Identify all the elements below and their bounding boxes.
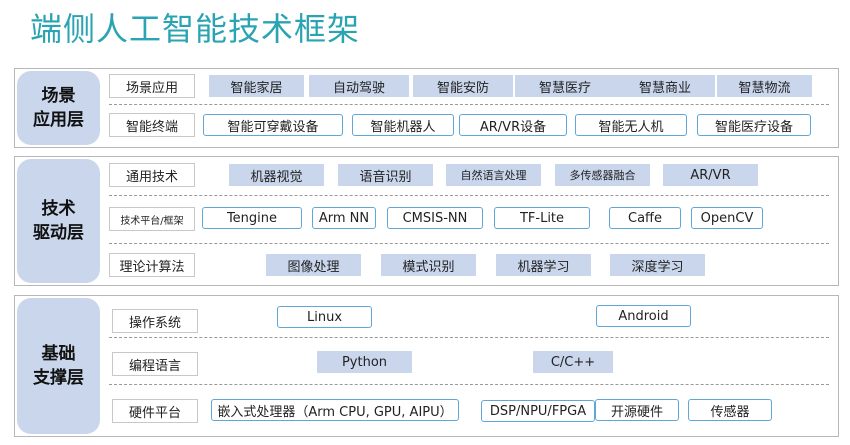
tag-item: 机器视觉 (229, 164, 324, 186)
row-divider (109, 384, 829, 385)
row-divider (109, 243, 829, 244)
row-label: 场景应用 (109, 74, 195, 98)
tag-item: 嵌入式处理器（Arm CPU, GPU, AIPU） (211, 399, 459, 421)
tag-item: AR/VR设备 (459, 114, 567, 136)
tag-item: AR/VR (663, 164, 758, 186)
row-label: 硬件平台 (112, 399, 198, 423)
row-divider (109, 195, 829, 196)
tag-item: 自动驾驶 (309, 75, 409, 97)
row-label: 操作系统 (112, 309, 198, 333)
row-divider (109, 104, 829, 105)
tag-item: Arm NN (312, 207, 376, 229)
tag-item: OpenCV (691, 207, 763, 229)
row-label: 编程语言 (112, 352, 198, 376)
tag-item: 图像处理 (266, 254, 361, 276)
tag-item: Android (596, 305, 691, 327)
layer-application: 场景 应用层 场景应用 智能家居 自动驾驶 智能安防 智慧医疗 智慧商业 智慧物… (14, 68, 839, 148)
tag-item: TF-Lite (494, 207, 590, 229)
layer-technology: 技术 驱动层 通用技术 机器视觉 语音识别 自然语言处理 多传感器融合 AR/V… (14, 156, 839, 286)
layer-application-label: 场景 应用层 (17, 71, 100, 145)
row-label: 通用技术 (109, 163, 195, 187)
layer-technology-label: 技术 驱动层 (17, 159, 100, 283)
tag-item: 智慧商业 (615, 75, 715, 97)
tag-item: DSP/NPU/FPGA (481, 400, 595, 422)
tag-item: Tengine (202, 207, 302, 229)
tag-item: CMSIS-NN (387, 207, 483, 229)
tag-item: 智能可穿戴设备 (203, 114, 343, 136)
layer-foundation: 基础 支撑层 操作系统 Linux Android 编程语言 Python C/… (14, 295, 839, 437)
tag-item: 多传感器融合 (555, 164, 650, 186)
layer-label-line: 驱动层 (33, 223, 84, 243)
tag-item: 智能安防 (413, 75, 513, 97)
tag-item: 自然语言处理 (446, 164, 541, 186)
tag-item: 模式识别 (381, 254, 476, 276)
tag-item: 智能机器人 (352, 114, 454, 136)
tag-item: 传感器 (688, 399, 772, 421)
tag-item: 智能无人机 (575, 114, 687, 136)
tag-item: 智慧物流 (717, 75, 812, 97)
tag-item: 深度学习 (610, 254, 705, 276)
tag-item: 开源硬件 (595, 399, 679, 421)
row-divider (109, 337, 829, 338)
row-label: 理论计算法 (109, 253, 195, 277)
tag-item: 智能家居 (209, 75, 304, 97)
tag-item: 机器学习 (496, 254, 591, 276)
layer-foundation-label: 基础 支撑层 (17, 298, 100, 434)
row-label: 技术平台/框架 (109, 207, 195, 231)
row-label: 智能终端 (109, 113, 195, 137)
tag-item: 智能医疗设备 (697, 114, 811, 136)
tag-item: 语音识别 (338, 164, 433, 186)
tag-item: Linux (277, 306, 372, 328)
tag-item: Caffe (609, 207, 681, 229)
layer-label-line: 场景 (41, 86, 76, 106)
layer-label-line: 支撑层 (33, 368, 84, 388)
tag-item: Python (317, 351, 412, 373)
page-title: 端侧人工智能技术框架 (30, 10, 361, 48)
layer-label-line: 技术 (41, 199, 76, 219)
layer-label-line: 基础 (41, 344, 76, 364)
layer-label-line: 应用层 (33, 110, 84, 130)
tag-item: C/C++ (533, 351, 613, 373)
tag-item: 智慧医疗 (515, 75, 615, 97)
